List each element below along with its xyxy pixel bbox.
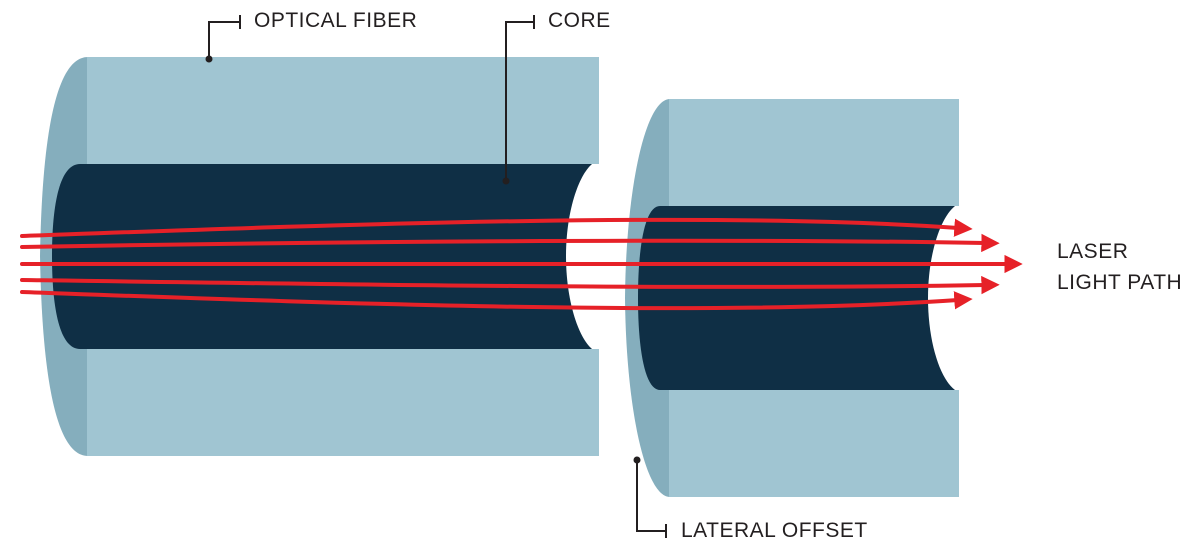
right-fiber bbox=[625, 99, 960, 497]
laser-light-path-label: LASER LIGHT PATH bbox=[1057, 236, 1182, 298]
right-fiber-core bbox=[638, 206, 959, 390]
leader-lateral-offset bbox=[633, 456, 667, 538]
laser-light-path-line-1: LASER bbox=[1057, 240, 1129, 263]
leader-optical-fiber-dot bbox=[205, 55, 213, 63]
leader-optical-fiber bbox=[205, 15, 241, 63]
laser-light-path-line-2: LIGHT PATH bbox=[1057, 271, 1183, 294]
optical-fiber-label: OPTICAL FIBER bbox=[254, 9, 418, 32]
right-fiber-core-end-gap bbox=[928, 206, 960, 390]
leader-core-dot bbox=[502, 177, 510, 185]
lateral-offset-label: LATERAL OFFSET bbox=[681, 519, 868, 542]
laser-ray-2 bbox=[20, 233, 1000, 253]
core-label: CORE bbox=[548, 9, 611, 32]
leader-core bbox=[502, 15, 535, 185]
left-fiber-core-end-gap bbox=[566, 164, 600, 349]
leader-lateral-offset-dot bbox=[633, 456, 641, 464]
leader-lines bbox=[205, 15, 667, 538]
laser-ray-4 bbox=[20, 275, 1000, 295]
laser-ray-5 bbox=[20, 290, 973, 311]
left-fiber bbox=[40, 57, 600, 456]
laser-rays bbox=[20, 217, 1023, 311]
left-fiber-core bbox=[52, 164, 599, 349]
laser-ray-1 bbox=[20, 217, 973, 238]
